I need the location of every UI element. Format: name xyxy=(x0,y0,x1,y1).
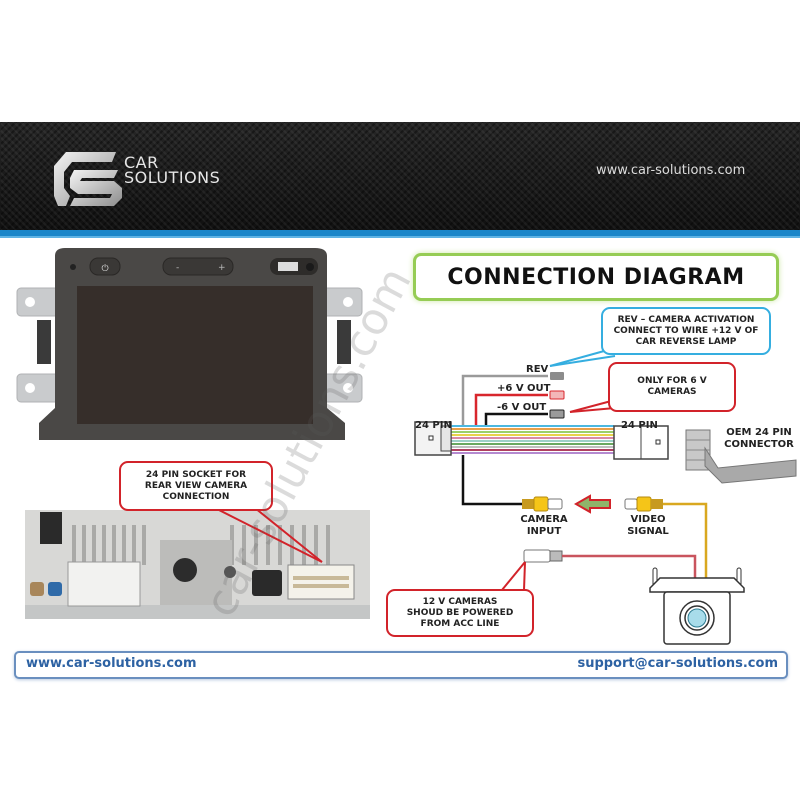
callout-text: ONLY FOR 6 V xyxy=(637,376,707,386)
label-line: VIDEO xyxy=(630,514,666,525)
video-signal-rca-connector xyxy=(624,496,663,512)
logo-text-car: CAR xyxy=(124,153,159,172)
label-right-24-pin: 24 PIN xyxy=(621,420,658,431)
label-line: CONNECTOR xyxy=(724,439,794,450)
footer-website-link[interactable]: www.car-solutions.com xyxy=(26,656,197,671)
minus6-wire-terminal xyxy=(549,409,565,419)
header-banner: CAR SOLUTIONS xyxy=(0,122,800,230)
left-24-pin-connector xyxy=(414,421,452,456)
callout-rev-camera-activation: REV – CAMERA ACTIVATION CONNECT TO WIRE … xyxy=(601,307,771,355)
label-video-signal: VIDEO SIGNAL xyxy=(618,514,678,538)
rear-camera-icon xyxy=(649,567,745,645)
footer-support-email-link[interactable]: support@car-solutions.com xyxy=(577,656,778,671)
power-wire xyxy=(562,554,697,578)
minus6-wire xyxy=(484,412,548,425)
label-line: CAMERA xyxy=(520,514,568,525)
wiring-diagram xyxy=(414,347,797,645)
camera-input-wire xyxy=(461,455,522,506)
logo-text-solutions: SOLUTIONS xyxy=(124,168,221,187)
label-line: OEM 24 PIN xyxy=(726,427,792,438)
rev-wire xyxy=(461,374,548,425)
callout-text: 12 V CAMERAS xyxy=(422,596,498,607)
callout-text: REAR VIEW CAMERA xyxy=(144,480,248,491)
label-oem-connector: OEM 24 PIN CONNECTOR xyxy=(720,427,798,451)
video-wire xyxy=(663,502,708,578)
label-line: SIGNAL xyxy=(627,526,669,537)
head-unit-rear-image xyxy=(25,510,370,619)
label-left-24-pin: 24 PIN xyxy=(415,420,452,431)
rev-wire-terminal xyxy=(550,372,564,380)
callout-text: CONNECT TO WIRE +12 V OF xyxy=(613,325,759,336)
diagram-title: CONNECTION DIAGRAM xyxy=(447,264,745,290)
direction-arrow-icon xyxy=(573,494,611,514)
callout-text: FROM ACC LINE xyxy=(420,618,500,629)
head-unit-front-image: ⏻ - + xyxy=(16,248,363,440)
callout-text: CONNECTION xyxy=(162,491,230,502)
callout-12v-cameras: 12 V CAMERAS SHOUD BE POWERED FROM ACC L… xyxy=(386,589,534,637)
footer-bar: www.car-solutions.com support@car-soluti… xyxy=(14,651,788,679)
cs-logo-mark-icon xyxy=(54,152,122,206)
svg-text:-: - xyxy=(176,263,179,273)
plus6-wire xyxy=(474,393,548,425)
six-volt-callout-pointer xyxy=(569,399,616,413)
header-website-link[interactable]: www.car-solutions.com xyxy=(596,163,746,178)
label-line: INPUT xyxy=(526,526,562,537)
camera-input-rca-connector xyxy=(522,496,563,512)
svg-text:⏻: ⏻ xyxy=(101,263,108,274)
callout-text: SHOUD BE POWERED xyxy=(406,607,514,618)
label-minus6-v-out: -6 V OUT xyxy=(497,402,547,413)
diagram-title-box: CONNECTION DIAGRAM xyxy=(413,253,779,301)
callout-only-6v-cameras: ONLY FOR 6 V CAMERAS xyxy=(608,362,736,412)
callout-text: CAR REVERSE LAMP xyxy=(635,336,737,347)
callout-text: CAMERAS xyxy=(647,387,697,397)
callout-24-pin-socket: 24 PIN SOCKET FOR REAR VIEW CAMERA CONNE… xyxy=(119,461,273,511)
callout-text: REV – CAMERA ACTIVATION xyxy=(617,314,755,325)
dc-power-plug xyxy=(523,549,563,563)
oem-connector xyxy=(685,429,797,484)
label-plus6-v-out: +6 V OUT xyxy=(497,383,551,394)
plus6-wire-terminal xyxy=(549,390,565,400)
svg-text:+: + xyxy=(218,263,226,273)
label-rev: REV xyxy=(526,364,549,375)
right-24-pin-connector xyxy=(613,425,669,460)
header-accent-strip xyxy=(0,230,800,238)
wire-harness xyxy=(451,425,614,454)
label-camera-input: CAMERA INPUT xyxy=(514,514,574,538)
callout-text: 24 PIN SOCKET FOR xyxy=(145,469,247,480)
